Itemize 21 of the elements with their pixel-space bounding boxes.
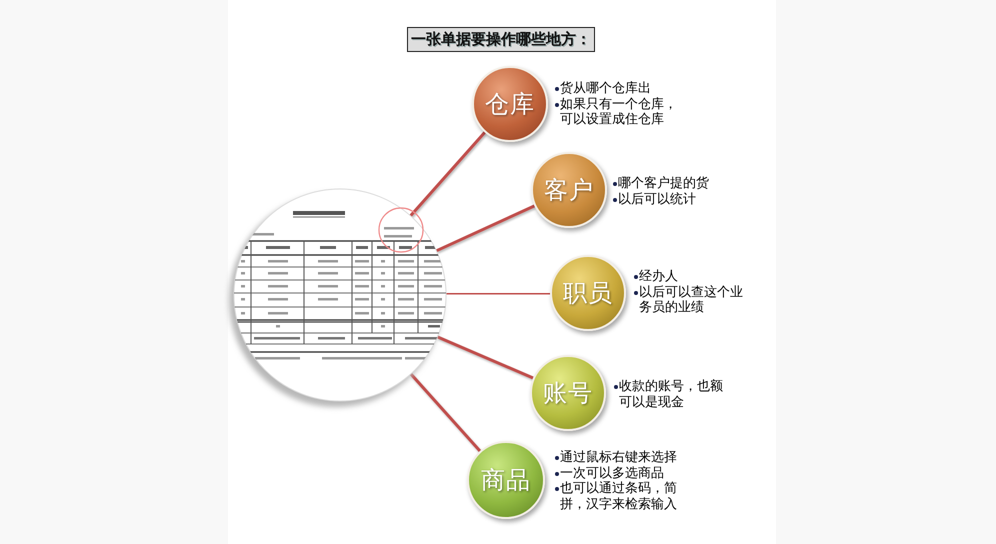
connector-line <box>436 335 534 380</box>
note-text: 一次可以多选商品 <box>560 466 664 481</box>
node-label: 客户 <box>544 175 594 206</box>
node-label: 仓库 <box>485 89 535 120</box>
note-text: 也可以通过条码，简拼，汉字来检索输入 <box>560 481 678 512</box>
node-label: 账号 <box>543 378 593 409</box>
note-text: 以后可以查这个业务员的业绩 <box>639 284 744 316</box>
connector-line <box>409 131 486 217</box>
title-box: 一张单据要操作哪些地方： <box>407 27 595 52</box>
note-text: 经办人 <box>639 269 678 284</box>
note-text: 哪个客户提的货 <box>618 176 709 192</box>
node-label: 商品 <box>481 465 531 496</box>
note-text: 收款的账号，也额可以是现金 <box>619 379 724 410</box>
connector-line <box>446 292 550 296</box>
note-text: 货从哪个仓库出 <box>560 81 651 96</box>
node-label: 职员 <box>563 278 613 309</box>
note-text: 以后可以统计 <box>618 192 696 207</box>
connector-line <box>410 372 482 452</box>
note-text: 通过鼠标右键来选择 <box>560 450 677 466</box>
connector-line <box>436 204 536 252</box>
note-text: 如果只有一个仓库，可以设置成住仓库 <box>560 96 678 128</box>
